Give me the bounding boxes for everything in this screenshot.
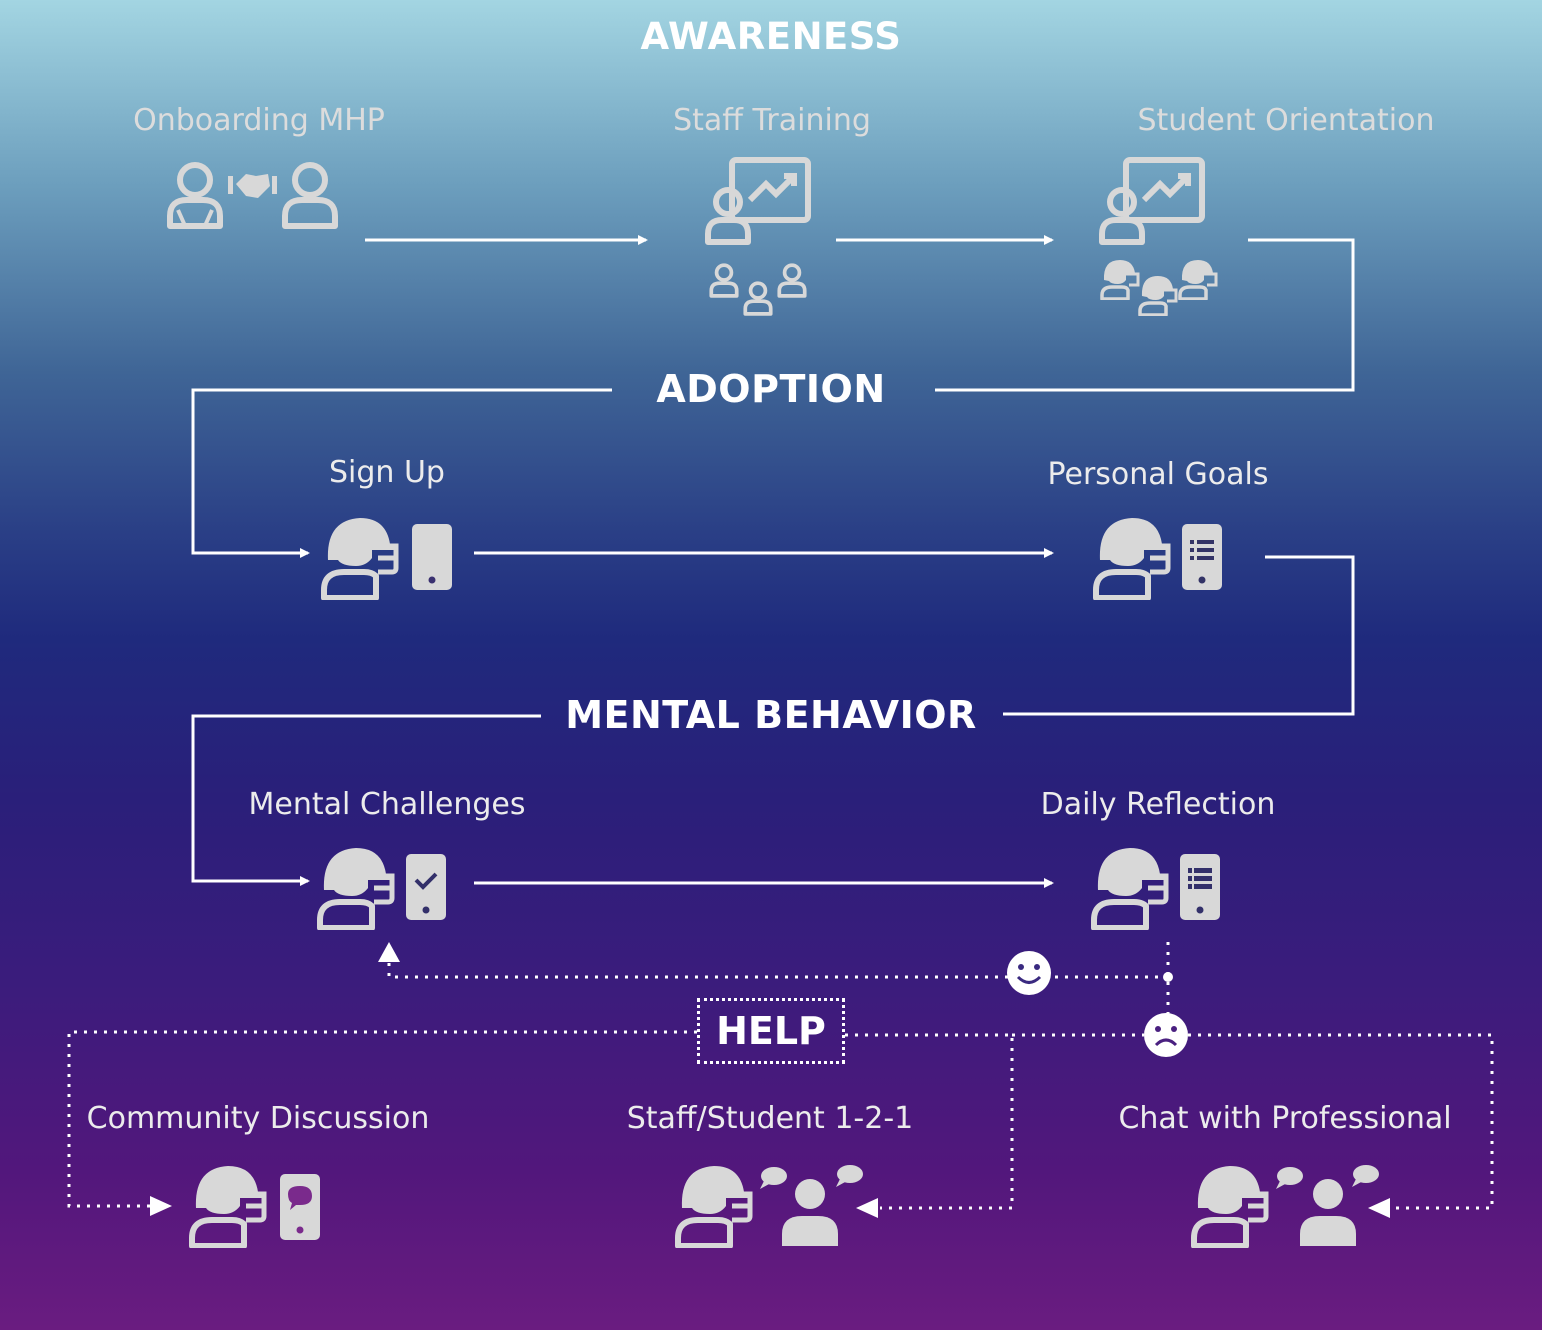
daily-reflection-icon bbox=[1094, 848, 1220, 928]
connector-adoption-to-signup bbox=[191, 388, 612, 558]
chat-with-professional-icon bbox=[1194, 1165, 1379, 1246]
sign-up-icon bbox=[324, 518, 452, 598]
onboarding-mhp-icon bbox=[170, 165, 335, 228]
label-onboarding-mhp: Onboarding MHP bbox=[133, 103, 385, 138]
mental-challenges-icon bbox=[320, 848, 448, 928]
help-box: HELP bbox=[697, 998, 845, 1064]
student-orientation-icon bbox=[1102, 160, 1218, 316]
personal-goals-icon bbox=[1096, 518, 1222, 598]
section-help: HELP bbox=[716, 1009, 826, 1053]
label-sign-up: Sign Up bbox=[329, 455, 445, 490]
section-awareness: AWARENESS bbox=[640, 15, 902, 58]
label-staff-student-121: Staff/Student 1-2-1 bbox=[626, 1101, 914, 1136]
label-student-orientation: Student Orientation bbox=[1137, 103, 1435, 138]
arrowhead-121 bbox=[856, 1198, 878, 1218]
dotted-happy-loop bbox=[387, 962, 1168, 979]
sad-face-icon bbox=[1144, 1013, 1188, 1057]
community-discussion-icon bbox=[192, 1166, 320, 1246]
happy-face-icon bbox=[1007, 951, 1051, 995]
dotted-help-to-professional bbox=[1188, 1033, 1494, 1210]
staff-student-121-icon bbox=[678, 1165, 863, 1246]
connector-goals-to-behavior bbox=[1003, 555, 1355, 716]
label-staff-training: Staff Training bbox=[673, 103, 871, 138]
arrowhead-community bbox=[150, 1196, 172, 1216]
section-adoption: ADOPTION bbox=[656, 367, 886, 411]
connector-behavior-to-challenges bbox=[191, 714, 541, 886]
label-community-discussion: Community Discussion bbox=[86, 1101, 430, 1136]
label-mental-challenges: Mental Challenges bbox=[248, 787, 526, 822]
handshake-icon bbox=[228, 174, 277, 198]
arrowhead-professional bbox=[1368, 1198, 1390, 1218]
junction-dot bbox=[1163, 972, 1173, 982]
section-mental-behavior: MENTAL BEHAVIOR bbox=[565, 693, 977, 737]
arrowhead-up-challenges bbox=[378, 942, 400, 962]
label-chat-with-professional: Chat with Professional bbox=[1118, 1101, 1452, 1136]
connector-orientation-to-adoption bbox=[935, 238, 1355, 392]
label-daily-reflection: Daily Reflection bbox=[1040, 787, 1276, 822]
dotted-help-to-community bbox=[67, 1030, 697, 1208]
label-personal-goals: Personal Goals bbox=[1047, 457, 1269, 492]
staff-training-icon bbox=[708, 160, 808, 316]
